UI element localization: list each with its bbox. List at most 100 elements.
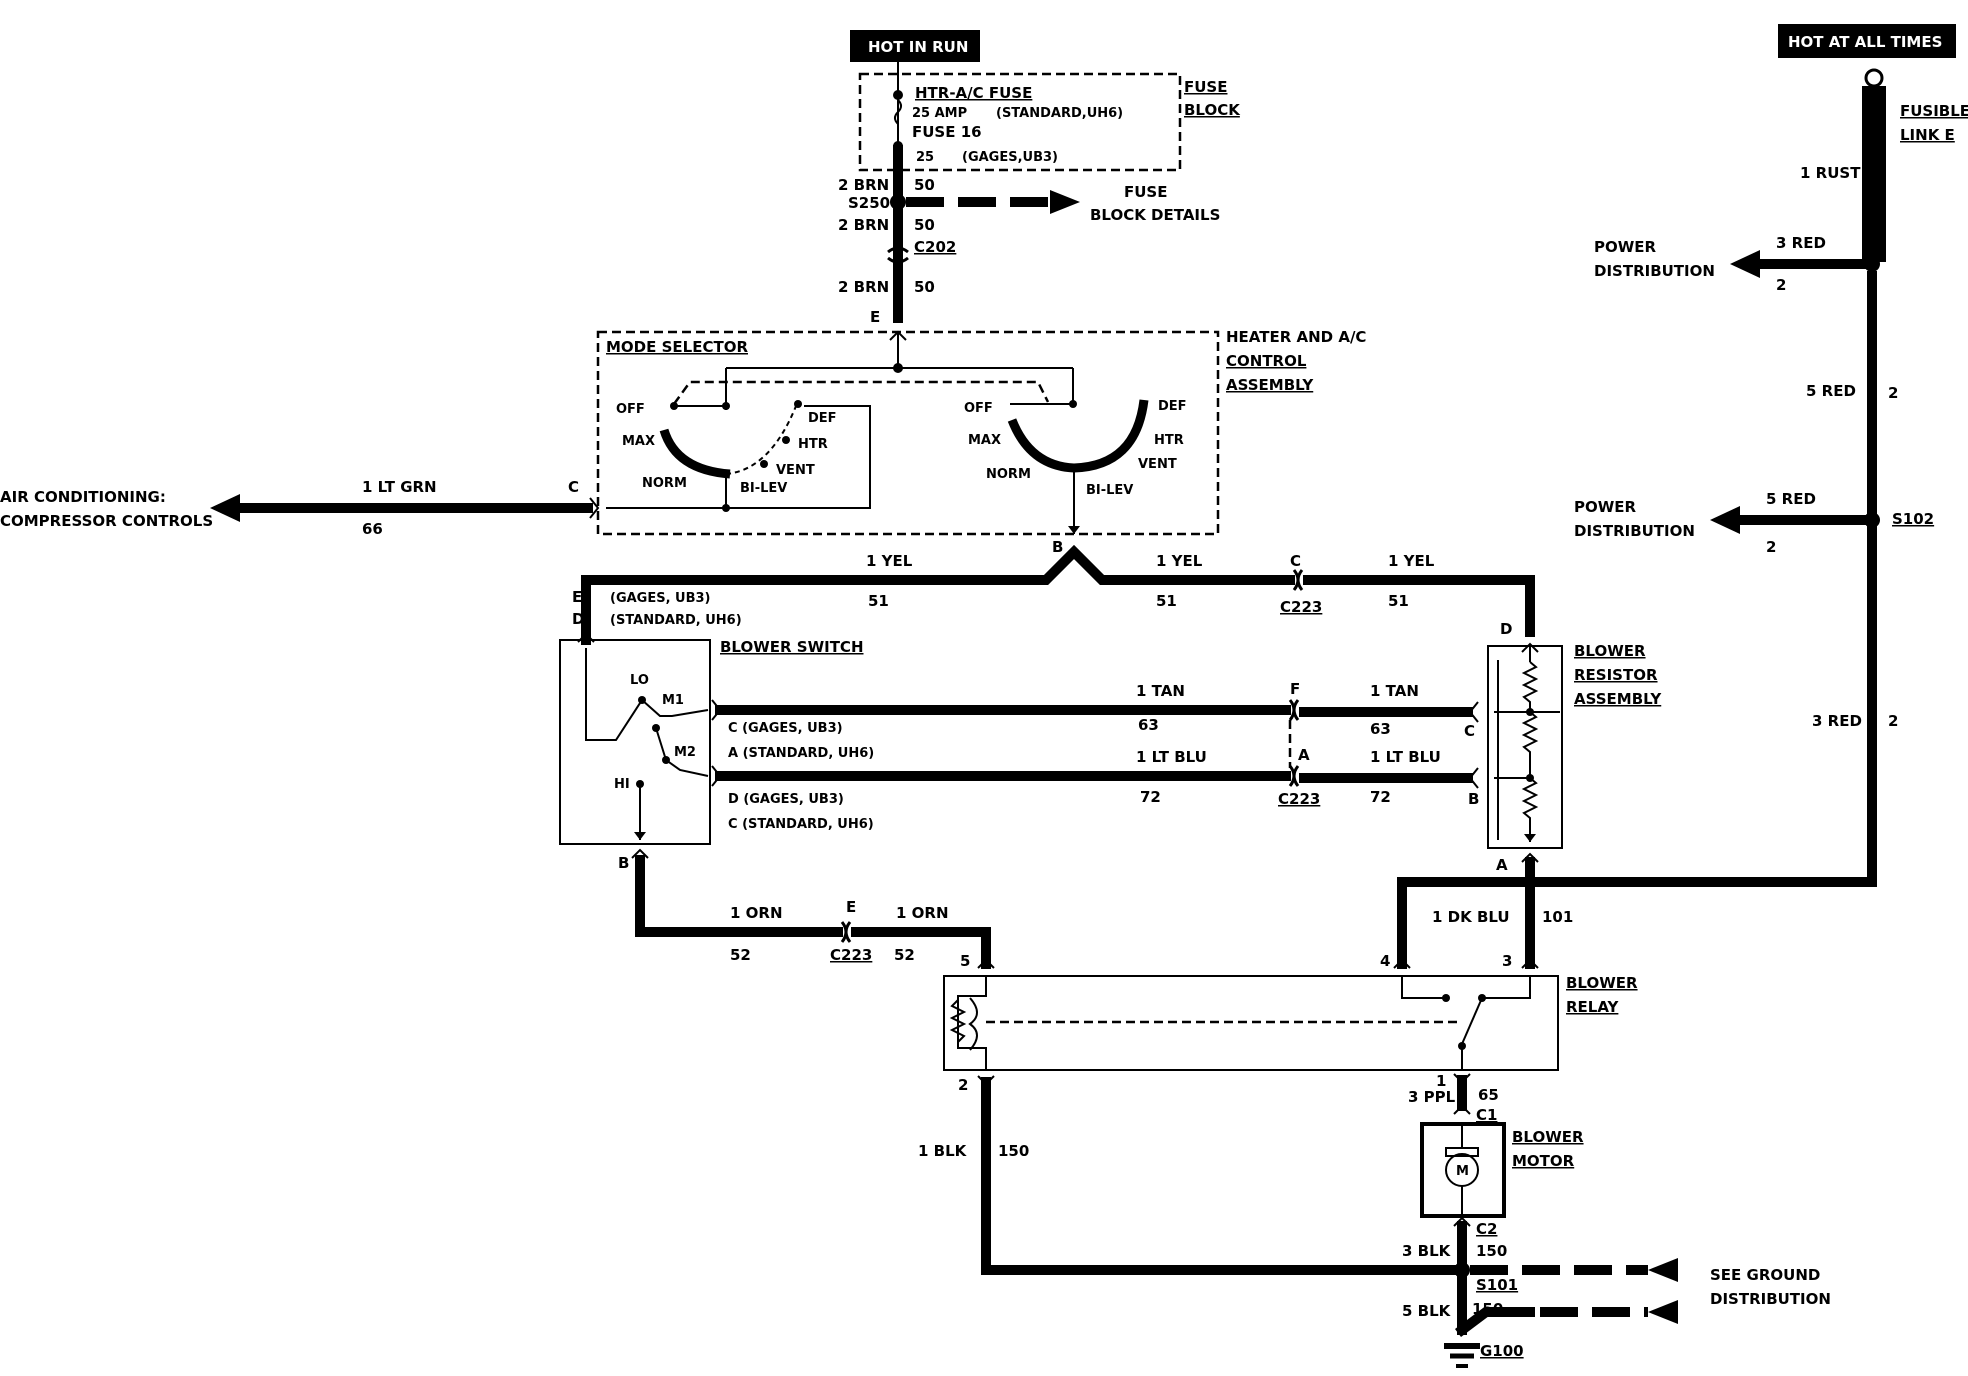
c2-label: C2 <box>1476 1220 1497 1238</box>
num-51-a: 51 <box>868 592 889 610</box>
term-c-mode-selector: C <box>568 478 579 496</box>
fusible-link-label-2: LINK E <box>1900 126 1955 144</box>
s102-label: S102 <box>1892 510 1934 528</box>
num-63-b: 63 <box>1370 720 1391 738</box>
c223-b: C223 <box>1278 790 1320 808</box>
switch-m2: M2 <box>674 745 696 760</box>
wire-2brn-b: 2 BRN <box>838 216 889 234</box>
num-150-a: 150 <box>998 1142 1029 1160</box>
fuse-details-1: FUSE <box>1124 183 1167 201</box>
term-b-resistor: B <box>1468 790 1479 808</box>
num-51-b: 51 <box>1156 592 1177 610</box>
term-d-blower-switch: D <box>572 610 584 628</box>
term-c-c223: C <box>1290 552 1301 570</box>
gages-ub3-e: (GAGES, UB3) <box>610 591 711 606</box>
mode-def-1: DEF <box>808 411 837 426</box>
s101-label: S101 <box>1476 1276 1518 1294</box>
wire-3red-a: 3 RED <box>1776 234 1826 252</box>
see-ground-label-2: DISTRIBUTION <box>1710 1290 1831 1308</box>
fuse16-label: FUSE 16 <box>912 123 982 141</box>
num-51-c: 51 <box>1388 592 1409 610</box>
mode-bilev-1: BI-LEV <box>740 481 787 496</box>
fuse-block-label-1: FUSE <box>1184 78 1227 96</box>
s250-label: S250 <box>848 194 890 212</box>
power-dist-2a: POWER <box>1574 498 1637 516</box>
num-65: 65 <box>1478 1086 1499 1104</box>
c-standard-uh6: C (STANDARD, UH6) <box>728 817 874 832</box>
motor-m: M <box>1456 1164 1469 1179</box>
switch-m1: M1 <box>662 693 684 708</box>
mode-htr-2: HTR <box>1154 433 1184 448</box>
num-52-b: 52 <box>894 946 915 964</box>
blower-resistor-label-3: ASSEMBLY <box>1574 690 1662 708</box>
term-b-mode-selector: B <box>1052 538 1063 556</box>
blower-motor-label-1: BLOWER <box>1512 1128 1584 1146</box>
power-dist-1b: DISTRIBUTION <box>1594 262 1715 280</box>
term-c-resistor: C <box>1464 722 1475 740</box>
term-e-top: E <box>870 308 880 326</box>
hot-at-all-times-label: HOT AT ALL TIMES <box>1788 33 1942 51</box>
ac-compressor-label-1: AIR CONDITIONING: <box>0 488 166 506</box>
num-150-c: 150 <box>1472 1300 1503 1318</box>
mode-htr-1: HTR <box>798 437 828 452</box>
term-a-c223: A <box>1298 746 1310 764</box>
mode-norm-2: NORM <box>986 467 1031 482</box>
fuse-25-amp: 25 AMP <box>912 106 967 121</box>
see-ground-label-1: SEE GROUND <box>1710 1266 1820 1284</box>
num-52-a: 52 <box>730 946 751 964</box>
fuse-25: 25 <box>916 150 934 165</box>
hot-in-run-badge <box>850 30 980 62</box>
c223-c: C223 <box>830 946 872 964</box>
fuse-block-label-2: BLOCK <box>1184 101 1241 119</box>
wire-1orn-b: 1 ORN <box>896 904 949 922</box>
hot-at-all-times-badge <box>1778 24 1956 58</box>
wire-5red-a: 5 RED <box>1806 382 1856 400</box>
num-66: 66 <box>362 520 383 538</box>
blower-relay-label-2: RELAY <box>1566 998 1620 1016</box>
num-72-a: 72 <box>1140 788 1161 806</box>
term-a-resistor: A <box>1496 856 1508 874</box>
fuse-standard-uh6: (STANDARD,UH6) <box>996 106 1123 121</box>
num-101: 101 <box>1542 908 1573 926</box>
wire-1yel-b: 1 YEL <box>1156 552 1203 570</box>
hvac-control-box <box>596 330 1220 536</box>
c1-label: C1 <box>1476 1106 1497 1124</box>
term-b-blower-switch: B <box>618 854 629 872</box>
blower-switch-label: BLOWER SWITCH <box>720 638 864 656</box>
blower-motor-label-2: MOTOR <box>1512 1152 1575 1170</box>
fuse-details-2: BLOCK DETAILS <box>1090 206 1220 224</box>
wire-1ltblu-a: 1 LT BLU <box>1136 748 1207 766</box>
relay-terminal-4: 4 <box>1380 952 1390 970</box>
blower-resistor-label-1: BLOWER <box>1574 642 1646 660</box>
ground-symbol <box>1444 1343 1480 1368</box>
ac-compressor-label-2: COMPRESSOR CONTROLS <box>0 512 213 530</box>
num-50-b: 50 <box>914 216 935 234</box>
fusible-link-label-1: FUSIBLE <box>1900 102 1968 120</box>
power-dist-1a: POWER <box>1594 238 1657 256</box>
c223-a: C223 <box>1280 598 1322 616</box>
mode-max-1: MAX <box>622 434 655 449</box>
wire-1tan-b: 1 TAN <box>1370 682 1419 700</box>
wire-1ltblu-b: 1 LT BLU <box>1370 748 1441 766</box>
wire-1ltgrn: 1 LT GRN <box>362 478 437 496</box>
wire-1rust: 1 RUST <box>1800 164 1861 182</box>
num-2-c: 2 <box>1766 538 1776 556</box>
wire-5red-b: 5 RED <box>1766 490 1816 508</box>
blower-resistor-box <box>1487 645 1563 849</box>
mode-norm-1: NORM <box>642 476 687 491</box>
num-63-a: 63 <box>1138 716 1159 734</box>
switch-lo: LO <box>630 673 649 688</box>
mode-bilev-2: BI-LEV <box>1086 483 1133 498</box>
wire-1dkblu: 1 DK BLU <box>1432 908 1510 926</box>
mode-def-2: DEF <box>1158 399 1187 414</box>
blower-resistor-label-2: RESISTOR <box>1574 666 1658 684</box>
relay-terminal-5: 5 <box>960 952 970 970</box>
wire-1yel-a: 1 YEL <box>866 552 913 570</box>
a-standard-uh6: A (STANDARD, UH6) <box>728 746 874 761</box>
relay-terminal-1: 1 <box>1436 1072 1446 1090</box>
c-gages-ub3: C (GAGES, UB3) <box>728 721 843 736</box>
heater-ac-label-1: HEATER AND A/C <box>1226 328 1366 346</box>
d-gages-ub3: D (GAGES, UB3) <box>728 792 844 807</box>
wire-2brn-a: 2 BRN <box>838 176 889 194</box>
